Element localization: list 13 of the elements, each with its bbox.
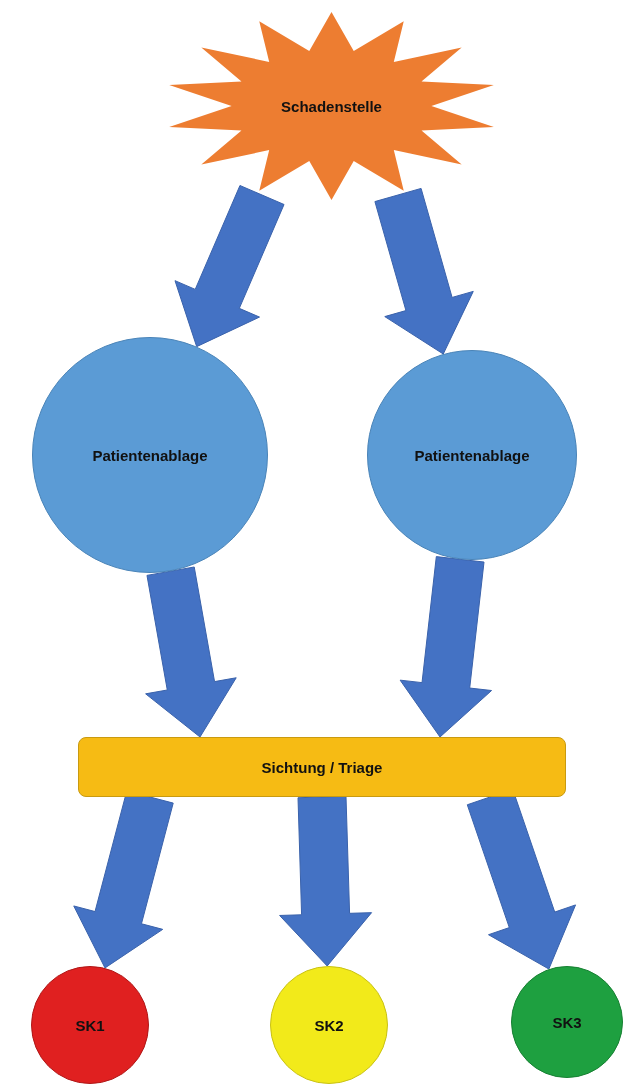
node-label: SK1 <box>75 1016 105 1034</box>
node-label: Schadenstelle <box>281 97 382 115</box>
node-label: Sichtung / Triage <box>261 758 383 776</box>
block-arrow <box>374 187 474 355</box>
rounded-rectangle <box>78 737 566 797</box>
block-arrow <box>174 185 285 348</box>
block-arrow <box>145 566 237 738</box>
node-label: SK2 <box>314 1016 344 1034</box>
node-label: SK3 <box>552 1013 582 1031</box>
node-label: Patientenablage <box>92 446 208 464</box>
node-label: Patientenablage <box>414 446 530 464</box>
block-arrow <box>279 795 373 967</box>
block-arrow <box>399 556 493 738</box>
